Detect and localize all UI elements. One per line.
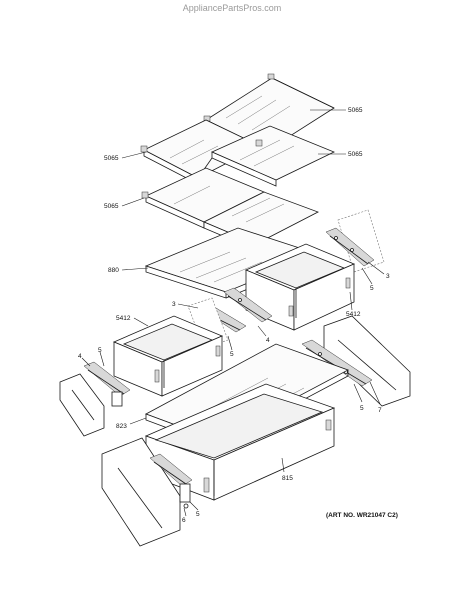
callout-815: 815 [282,475,293,482]
callout-823: 823 [116,423,127,430]
leader-lines [81,109,385,517]
callout-5065-lower-left: 5065 [104,203,119,210]
callout-5065-top: 5065 [348,107,363,114]
side-panel-bottom-left [101,437,181,547]
callout-4-center: 4 [266,337,270,344]
drawer-rail-center-right[interactable] [223,287,273,323]
callout-5412-left: 5412 [116,315,131,322]
side-panel-right-upper [337,209,385,273]
callout-5-right-upper: 5 [370,285,374,292]
callout-880: 880 [108,267,119,274]
drawer-rail-bottom-left[interactable] [149,453,193,509]
callout-5065-mid-right: 5065 [348,151,363,158]
callout-labels: 5065 5065 5065 5065 880 3 5 5412 3 5412 … [78,107,390,524]
glass-shelf-split-upper[interactable] [140,119,335,187]
callout-5-center: 5 [230,351,234,358]
watermark-text: AppliancePartsPros.com [182,3,282,13]
art-number-label: (ART NO. WR21047 C2) [326,512,398,519]
callout-5-bottom: 5 [196,511,200,518]
drawer-bin-bottom[interactable] [144,383,336,501]
side-panel-left [59,373,105,437]
drawer-rail-left[interactable] [83,361,131,407]
callout-5065-mid-left: 5065 [104,155,119,162]
callout-5412-right: 5412 [346,311,361,318]
drawer-bin-left[interactable] [112,315,224,397]
callout-5-right-lower: 5 [360,405,364,412]
callout-3-left: 3 [172,301,176,308]
callout-3-right: 3 [386,273,390,280]
callout-5-left: 5 [98,347,102,354]
callout-7: 7 [378,407,382,414]
callout-4-left: 4 [78,353,82,360]
callout-6: 6 [182,517,186,524]
drawer-rail-right-upper[interactable] [325,227,375,267]
